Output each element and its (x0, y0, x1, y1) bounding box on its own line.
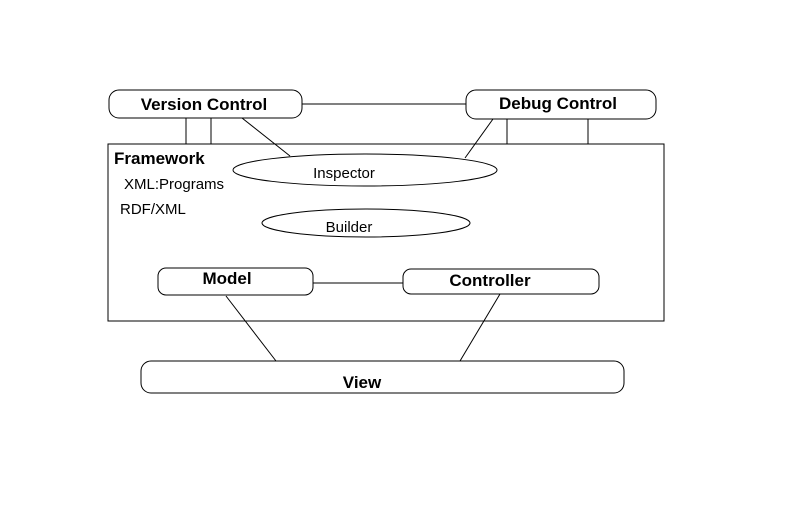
framework-label: Framework (114, 149, 205, 168)
xml-programs-label: XML:Programs (124, 176, 224, 193)
version-control-label: Version Control (141, 95, 268, 114)
controller-label: Controller (449, 271, 531, 290)
version-control-node (108, 89, 303, 119)
debug-control-label: Debug Control (499, 94, 617, 113)
debug-control-node (465, 89, 657, 120)
edge-version-inspector (241, 117, 291, 157)
edge-model-view (225, 295, 277, 362)
builder-node (261, 208, 471, 238)
controller-node (402, 268, 600, 295)
inspector-label: Inspector (313, 165, 375, 182)
model-node (157, 267, 314, 296)
framework-box (107, 143, 665, 322)
view-label: View (343, 373, 382, 392)
builder-label: Builder (326, 219, 373, 236)
edge-debug-inspector (464, 118, 494, 159)
edge-controller-view (459, 293, 501, 362)
inspector-node (232, 153, 498, 187)
model-label: Model (202, 269, 251, 288)
rdf-xml-label: RDF/XML (120, 201, 186, 218)
view-node (140, 360, 625, 394)
